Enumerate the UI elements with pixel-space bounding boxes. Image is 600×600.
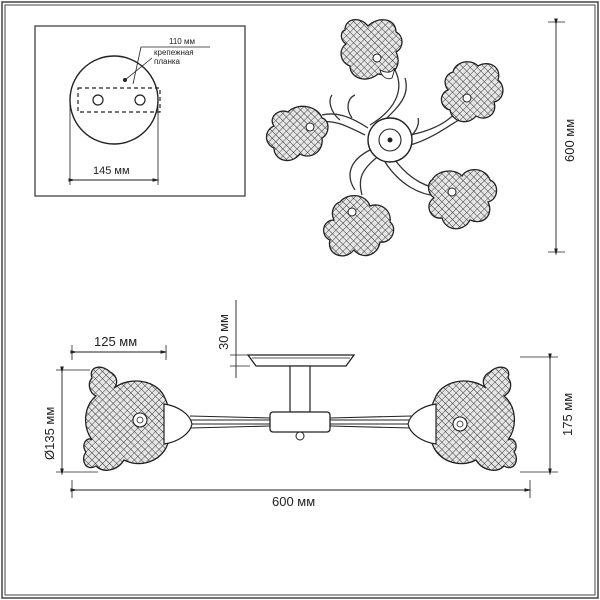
side-view: 125 мм 30 мм Ø135 мм 175 мм 600 мм — [42, 300, 575, 509]
dim-diameter-label: Ø135 мм — [42, 407, 57, 460]
dim-110-label: 110 мм — [169, 37, 195, 46]
dim-145-label: 145 мм — [93, 165, 130, 177]
shade-bottom-left — [323, 195, 395, 257]
dim-30-label: 30 мм — [216, 314, 231, 350]
dim-175-label: 175 мм — [560, 393, 575, 436]
body — [269, 411, 331, 433]
dim-600-vertical-label: 600 мм — [562, 119, 577, 162]
shade-side-right — [407, 366, 518, 471]
shade-bottom-right — [427, 169, 498, 230]
dim-600-horizontal-label: 600 мм — [272, 494, 315, 509]
top-view: 600 мм — [265, 18, 577, 257]
mounting-plate-inset: 110 мм крепежная планка 145 мм — [34, 25, 246, 197]
stem — [289, 365, 311, 413]
bracket-label-2: планка — [154, 57, 181, 66]
shade-top-center — [340, 19, 403, 80]
canopy-side — [246, 354, 356, 367]
mounting-bracket — [77, 87, 161, 113]
bracket-label-1: крепежная — [154, 48, 194, 57]
dim-125-label: 125 мм — [94, 334, 137, 349]
inner-frame — [4, 4, 596, 596]
shade-side-left — [82, 366, 193, 471]
shade-left — [265, 105, 329, 162]
shade-right — [440, 61, 504, 123]
